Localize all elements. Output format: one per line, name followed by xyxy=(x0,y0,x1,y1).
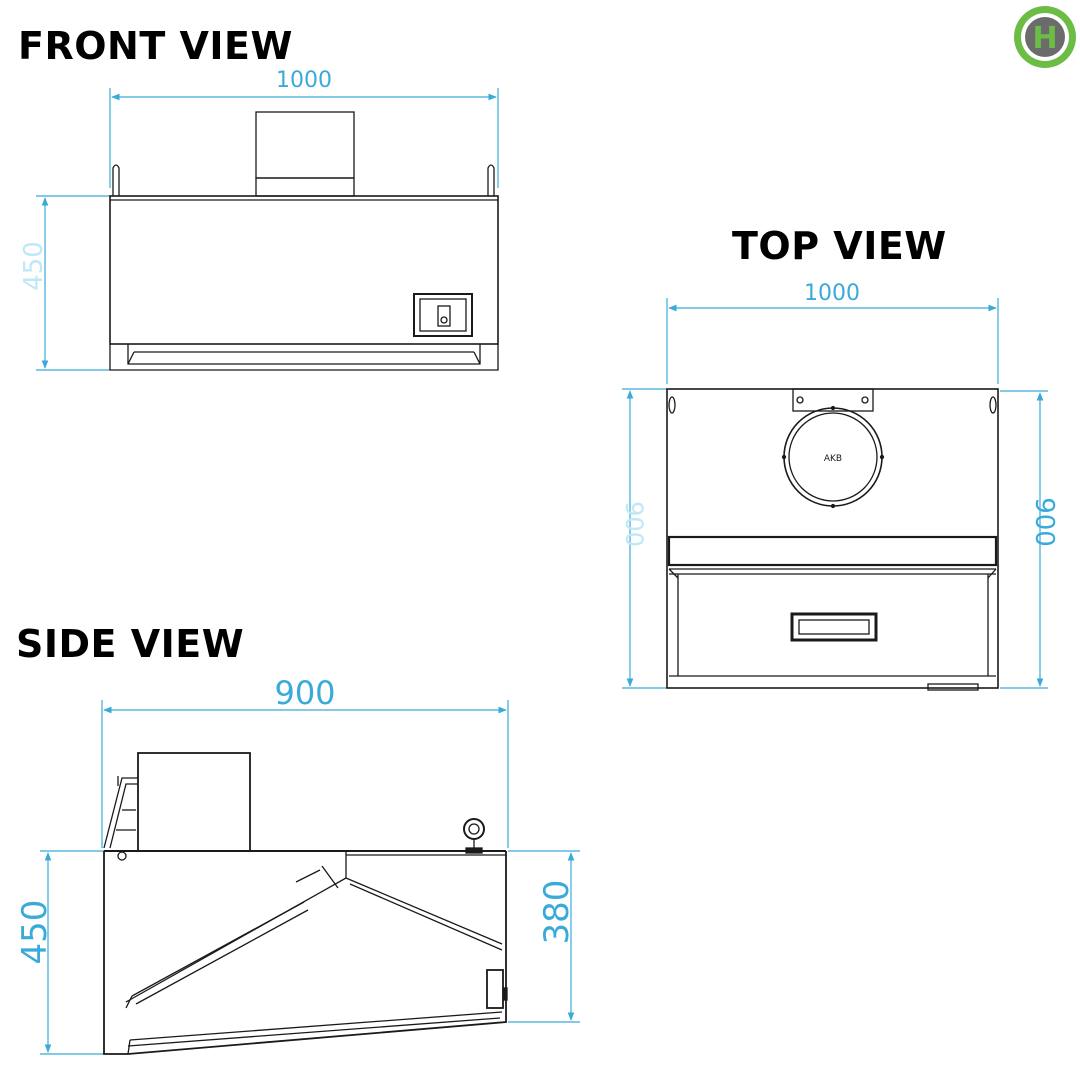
front-view-drawing: 1000 450 xyxy=(19,68,499,371)
side-depth-dimension xyxy=(101,700,509,848)
side-height-dimension xyxy=(40,850,104,1055)
top-view-title: TOP VIEW xyxy=(732,224,947,268)
front-view-title: FRONT VIEW xyxy=(18,24,293,68)
front-height-dimension xyxy=(36,195,110,371)
side-view-drawing: 900 450 380 xyxy=(15,674,580,1055)
side-height-label: 450 xyxy=(15,900,55,965)
top-view-drawing: 1000 900 900 AKB xyxy=(620,281,1059,691)
front-height-label: 450 xyxy=(19,241,49,291)
side-body-height-dimension xyxy=(508,850,580,1023)
top-depth-dimension-right xyxy=(1000,390,1048,689)
top-depth-label-left: 900 xyxy=(620,501,648,547)
side-view-title: SIDE VIEW xyxy=(16,622,245,666)
front-width-label: 1000 xyxy=(276,68,332,93)
side-depth-label: 900 xyxy=(274,674,335,712)
top-depth-dimension-left xyxy=(622,388,667,689)
side-body-height-label: 380 xyxy=(537,880,577,945)
logo-letter: H xyxy=(1032,21,1057,56)
top-width-dimension xyxy=(666,298,999,384)
top-width-label: 1000 xyxy=(804,281,860,306)
top-depth-label-right: 900 xyxy=(1029,497,1059,547)
h-logo-icon: H xyxy=(1014,6,1076,68)
fan-brand-label: AKB xyxy=(824,454,842,464)
front-width-dimension xyxy=(109,88,499,188)
